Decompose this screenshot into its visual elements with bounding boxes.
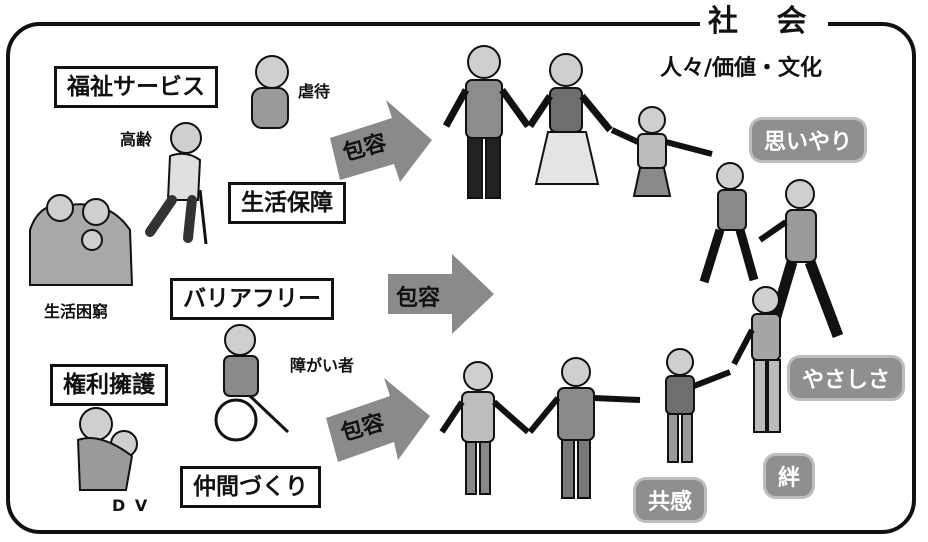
elderly-figure	[145, 122, 208, 245]
wheelchair-figure	[214, 324, 290, 442]
dv-figure	[76, 407, 138, 491]
title-banner: 社 会	[700, 2, 829, 42]
elderly-label: 高齢	[120, 130, 153, 149]
diagram-subtitle: 人々/価値・文化	[660, 56, 823, 81]
poverty-label: 生活困窮	[44, 302, 109, 321]
abuse-label: 虐待	[298, 82, 331, 101]
livelihood-security-box: 生活保障	[228, 182, 346, 224]
disabled-label: 障がい者	[290, 356, 355, 375]
diagram-title: 社 会	[708, 4, 821, 39]
value-bond: 絆	[766, 456, 813, 496]
arrow-middle-label: 包容	[396, 286, 441, 311]
bottom-people-chain	[439, 286, 781, 499]
arrow-middle	[388, 254, 494, 334]
abuse-child-figure	[251, 55, 289, 129]
poverty-family-figure	[29, 194, 134, 286]
welfare-service-box: 福祉サービス	[54, 66, 218, 108]
value-kindness: やさしさ	[790, 358, 903, 398]
value-compassion: 思いやり	[752, 120, 865, 160]
arrow-top	[330, 100, 432, 182]
dv-label: D V	[112, 496, 150, 515]
top-people-chain	[442, 45, 844, 338]
barrier-free-box: バリアフリー	[170, 278, 334, 320]
arrow-bottom	[326, 378, 430, 462]
community-building-box: 仲間づくり	[180, 466, 321, 508]
rights-advocacy-box: 権利擁護	[50, 364, 168, 406]
value-empathy: 共感	[636, 480, 705, 520]
society-frame	[6, 22, 916, 534]
